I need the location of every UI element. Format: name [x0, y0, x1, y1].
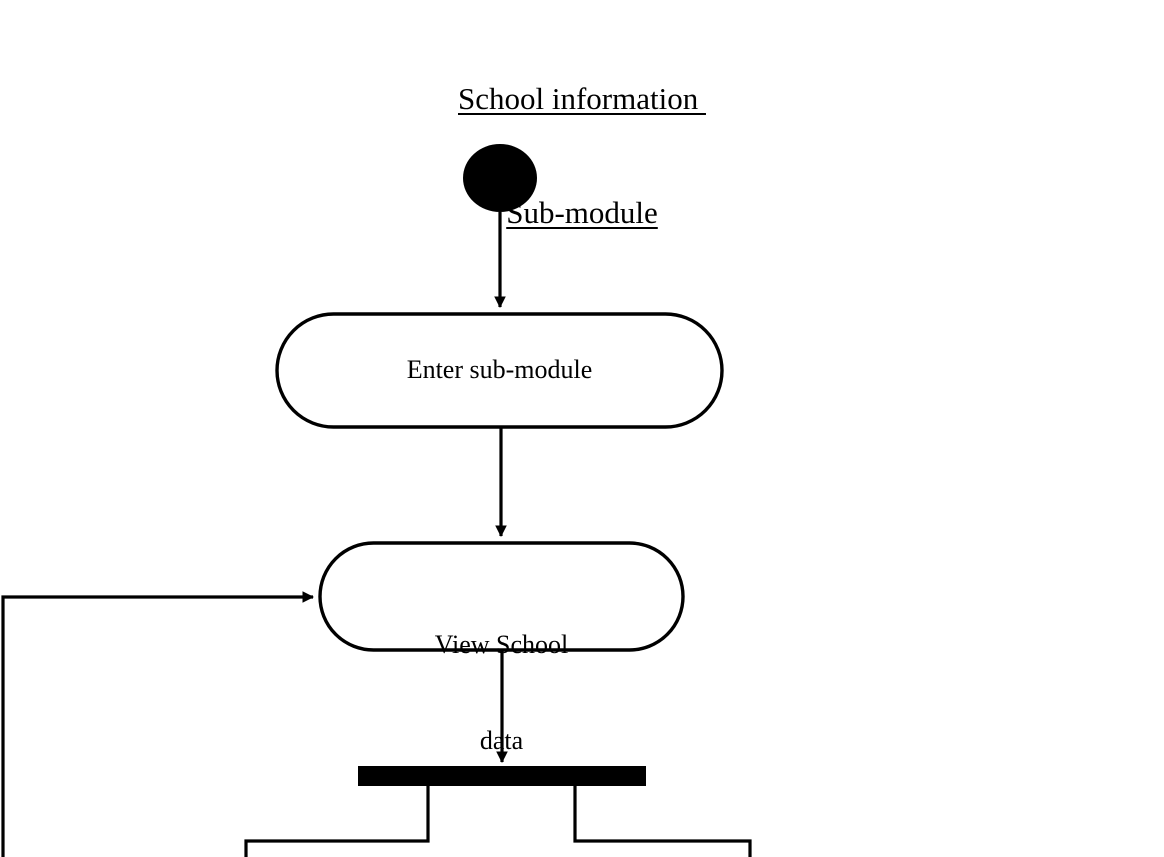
- start-node: [463, 144, 537, 212]
- diagram-title-line-2: Sub-module: [506, 195, 658, 230]
- edge-fork-branch-left: [244, 786, 430, 857]
- diagram-title: School information Sub-module: [0, 4, 1164, 308]
- edge-return-to-view-school-data: [1, 591, 314, 857]
- fork-bar: [358, 766, 646, 786]
- edge-fork-branch-right: [573, 786, 752, 857]
- activity-view-school-data[interactable]: [318, 541, 685, 652]
- diagram-title-line-1: School information: [458, 81, 706, 116]
- activity-enter-sub-module[interactable]: [275, 312, 724, 429]
